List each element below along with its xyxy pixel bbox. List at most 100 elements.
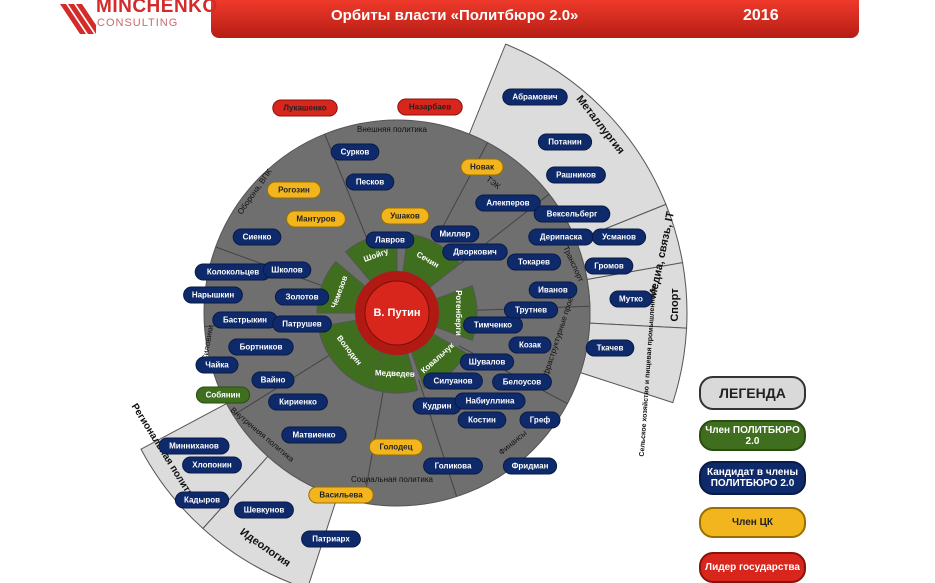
person-name: Васильева — [319, 491, 363, 500]
person-name: Чайка — [205, 361, 229, 370]
person-name: Набиуллина — [466, 397, 515, 406]
person-pill-cc — [368, 438, 424, 456]
person-name: Голикова — [435, 462, 472, 471]
person-pill-candidate — [584, 257, 634, 275]
person-name: Рогозин — [278, 186, 310, 195]
person-pill-candidate — [546, 166, 606, 184]
person-name: Усманов — [602, 233, 636, 242]
person-pill-candidate — [459, 353, 515, 371]
leader-name: В. Путин — [373, 307, 420, 319]
person-name: Патрушев — [282, 320, 321, 329]
person-pill-candidate — [174, 491, 230, 509]
person-pill-candidate — [234, 501, 294, 519]
person-pill-candidate — [503, 301, 559, 319]
page-title: Орбиты власти «Политбюро 2.0» — [331, 7, 579, 24]
person-pill-candidate — [537, 133, 593, 151]
person-name: Дворкович — [453, 248, 497, 257]
legend-cc: Член ЦК — [699, 507, 806, 538]
legend-member: Член ПОЛИТБЮРО 2.0 — [699, 420, 806, 451]
person-name: Ушаков — [390, 212, 420, 221]
person-pill-candidate — [528, 281, 578, 299]
person-pill-cc — [308, 486, 374, 504]
person-pill-candidate — [262, 261, 312, 279]
person-name: Мантуров — [296, 215, 335, 224]
logo-text: MINCHENKO — [96, 0, 218, 17]
person-pill-cc — [380, 207, 430, 225]
person-name: Бортников — [240, 343, 283, 352]
person-pill-cc — [460, 158, 504, 176]
person-name: Кириенко — [279, 398, 317, 407]
sector-label-foreign: Внешняя политика — [357, 125, 427, 134]
person-name: Матвиенко — [292, 431, 335, 440]
person-name: Назарбаев — [409, 103, 451, 112]
person-name: Костин — [468, 416, 496, 425]
person-pill-cc — [266, 181, 322, 199]
person-pill-candidate — [301, 530, 361, 548]
person-name: Алекперов — [486, 199, 529, 208]
person-pill-candidate — [457, 411, 507, 429]
person-pill-cc — [286, 210, 346, 228]
person-name: Лукашенко — [283, 104, 326, 113]
person-name: Дерипаска — [540, 233, 583, 242]
person-name: Собянин — [206, 391, 241, 400]
person-pill-leader — [272, 99, 338, 117]
person-pill-candidate — [345, 173, 395, 191]
person-pill-member — [195, 386, 251, 404]
person-pill-candidate — [272, 315, 332, 333]
person-pill-candidate — [232, 228, 282, 246]
person-pill-candidate — [182, 456, 242, 474]
person-name: Голодец — [379, 443, 412, 452]
person-name: Школов — [271, 266, 302, 275]
person-name: Минниханов — [169, 442, 219, 451]
person-pill-candidate — [423, 457, 483, 475]
person-name: Новак — [470, 163, 495, 172]
person-name: Рашников — [556, 171, 596, 180]
person-name: Греф — [530, 416, 551, 425]
politburo-member-label: Ротенберги — [454, 290, 463, 336]
legend-title: ЛЕГЕНДА — [699, 376, 806, 410]
person-name: Белоусов — [503, 378, 542, 387]
person-pill-candidate — [442, 243, 508, 261]
person-pill-candidate — [281, 426, 347, 444]
person-pill-candidate — [585, 339, 635, 357]
person-pill-candidate — [533, 205, 611, 223]
person-pill-candidate — [430, 225, 480, 243]
person-pill-candidate — [183, 286, 243, 304]
person-name: Громов — [594, 262, 624, 271]
person-name: Иванов — [538, 286, 568, 295]
legend-candidate: Кандидат в члены ПОЛИТБЮРО 2.0 — [699, 461, 806, 495]
person-name: Мутко — [619, 295, 643, 304]
leader-circle — [364, 280, 430, 346]
person-pill-candidate — [268, 393, 328, 411]
legend-leader: Лидер государства — [699, 552, 806, 583]
person-pill-candidate — [274, 288, 330, 306]
person-pill-candidate — [228, 338, 294, 356]
person-pill-candidate — [519, 411, 561, 429]
person-pill-candidate — [502, 457, 558, 475]
person-name: Шевкунов — [244, 506, 285, 515]
person-name: Фридман — [512, 462, 549, 471]
person-pill-candidate — [365, 231, 415, 249]
person-name: Сурков — [341, 148, 370, 157]
person-name: Колокольцев — [207, 268, 259, 277]
person-name: Бастрыкин — [223, 316, 267, 325]
company-logo: MINCHENKO CONSULTING — [60, 0, 217, 36]
person-name: Вексельберг — [547, 210, 598, 219]
person-name: Ткачев — [597, 344, 624, 353]
person-pill-candidate — [492, 373, 552, 391]
person-name: Кудрин — [423, 402, 452, 411]
logo-stripes-icon — [60, 4, 96, 34]
person-pill-candidate — [508, 336, 552, 354]
person-name: Трутнев — [515, 306, 547, 315]
person-pill-candidate — [475, 194, 541, 212]
person-pill-candidate — [463, 316, 523, 334]
person-name: Лавров — [375, 236, 405, 245]
outer-label-sport: Спорт — [669, 288, 681, 322]
person-pill-candidate — [506, 253, 562, 271]
person-pill-candidate — [502, 88, 568, 106]
logo-subtext: CONSULTING — [97, 17, 179, 29]
person-pill-candidate — [591, 228, 647, 246]
person-name: Золотов — [286, 293, 319, 302]
person-pill-candidate — [454, 392, 526, 410]
person-name: Сиенко — [243, 233, 272, 242]
